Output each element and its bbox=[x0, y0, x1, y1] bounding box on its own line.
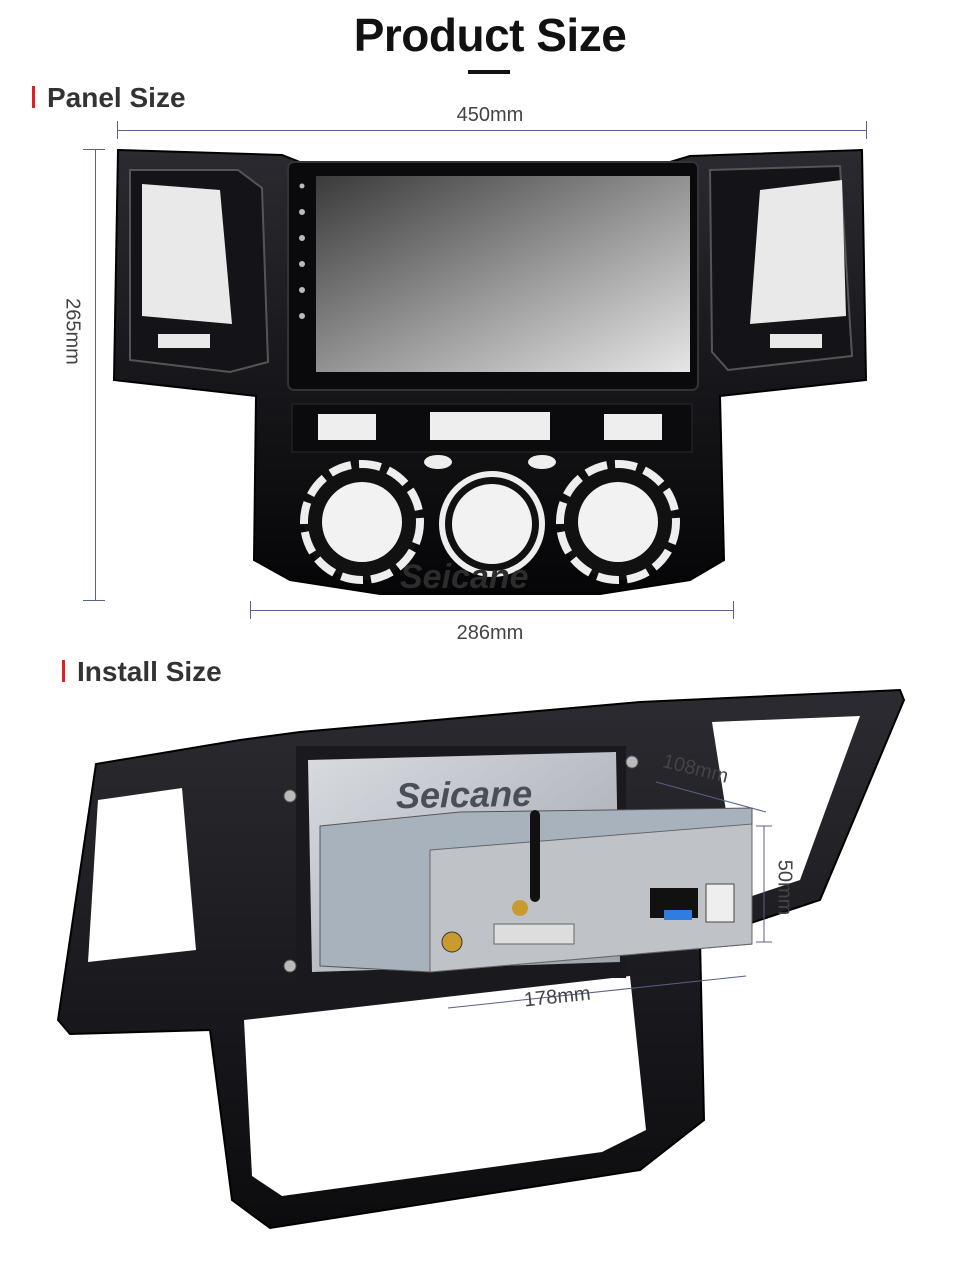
side-button-back bbox=[299, 261, 305, 267]
install-height-label: 50mm bbox=[773, 859, 796, 916]
width-dim-line bbox=[447, 975, 747, 1009]
panel-bottom-line bbox=[250, 610, 734, 611]
screen-display bbox=[316, 176, 690, 372]
connector-block bbox=[493, 923, 575, 945]
section-accent-mark bbox=[32, 86, 35, 108]
panel-size-label: Panel Size bbox=[47, 82, 186, 113]
page-title: Product Size bbox=[353, 9, 627, 61]
unit-back-panel bbox=[429, 823, 753, 973]
antenna bbox=[530, 810, 540, 902]
indicator-right bbox=[528, 455, 556, 469]
depth-dim-line bbox=[655, 781, 767, 813]
antenna-connector bbox=[512, 900, 528, 916]
switch-slot-center bbox=[430, 412, 550, 440]
panel-size-heading: Panel Size bbox=[32, 82, 186, 114]
screw bbox=[283, 959, 297, 973]
panel-height-tick-top bbox=[83, 149, 105, 150]
side-button-rst bbox=[299, 183, 305, 189]
panel-width-tick-left bbox=[117, 121, 118, 139]
knob-center bbox=[452, 484, 532, 564]
panel-width-line bbox=[117, 130, 867, 131]
panel-bottom-tick-right bbox=[733, 601, 734, 619]
ac-knobs bbox=[300, 455, 680, 584]
connector-blue bbox=[664, 910, 692, 920]
knob-right bbox=[578, 482, 658, 562]
panel-width-label: 450mm bbox=[456, 104, 524, 126]
lower-cutout bbox=[244, 976, 646, 1196]
side-button-vol-up bbox=[299, 313, 305, 319]
left-window bbox=[88, 788, 196, 962]
screw bbox=[625, 755, 639, 769]
panel-bottom-tick-left bbox=[250, 601, 251, 619]
side-button-vol-down bbox=[299, 287, 305, 293]
right-vent-slot bbox=[770, 334, 822, 348]
indicator-left bbox=[424, 455, 452, 469]
section-accent-mark bbox=[62, 660, 65, 682]
panel-brand-watermark: Seicane bbox=[400, 558, 529, 596]
install-brand-label: Seicane bbox=[396, 772, 533, 817]
install-size-label: Install Size bbox=[77, 656, 222, 687]
side-button-power bbox=[299, 209, 305, 215]
knob-left bbox=[322, 482, 402, 562]
panel-width-tick-right bbox=[866, 121, 867, 139]
side-button-home bbox=[299, 235, 305, 241]
panel-height-tick-bottom bbox=[83, 600, 105, 601]
switch-slot-right bbox=[604, 414, 662, 440]
title-underline bbox=[468, 70, 510, 74]
switch-slot-left bbox=[318, 414, 376, 440]
screw bbox=[283, 789, 297, 803]
left-vent-opening bbox=[142, 184, 232, 324]
right-vent-opening bbox=[750, 180, 846, 324]
left-vent-slot bbox=[158, 334, 210, 348]
install-size-heading: Install Size bbox=[62, 656, 222, 688]
usb-ports bbox=[705, 883, 735, 923]
panel-height-line bbox=[95, 149, 96, 601]
panel-bottom-label: 286mm bbox=[456, 622, 524, 644]
radio-connector bbox=[441, 931, 463, 953]
